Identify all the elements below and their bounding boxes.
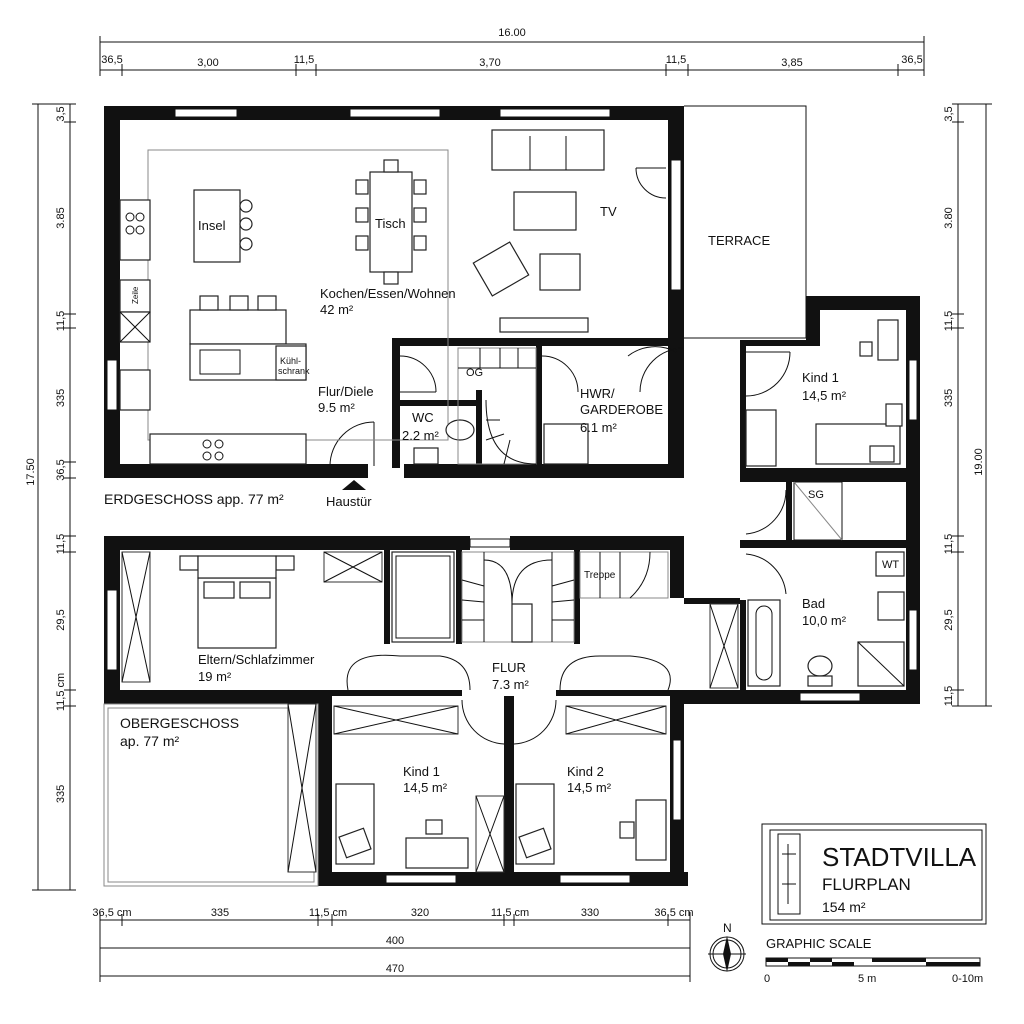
dim-top-total: 16.00 [498,27,526,39]
label-upper-kind1-name: Kind 1 [403,764,440,779]
label-kitchen-area: 42 m² [320,302,354,317]
label-wc-name: WC [412,410,434,425]
label-ground-floor: ERDGESCHOSS app. 77 m² [104,491,284,507]
label-eltern-area: 19 m² [198,669,232,684]
dim-bottom-2: 335 [211,907,229,919]
dim-right-7: 11,5 [943,686,955,707]
label-wc-area: 2.2 m² [402,428,440,443]
label-kitchen-name: Kochen/Essen/Wohnen [320,286,456,301]
title-block: STADTVILLA FLURPLAN 154 m² [761,823,987,925]
dim-bottom-7: 36,5 cm [654,907,693,919]
dim-left-1: 3,5 [55,106,67,121]
subtitle-text: FLURPLAN [822,875,911,894]
dimension-labels: 16.00 36,5 3,00 11,5 3,70 11,5 3,85 36,5… [25,27,985,975]
label-tisch: Tisch [375,216,406,231]
dim-left-total: 17.50 [25,458,37,486]
dim-right-5: 11,5 [943,534,955,555]
dim-bottom-6: 330 [581,907,599,919]
scale-tick-10: 0-10m [952,973,983,985]
dim-bottom-3: 11,5 cm [309,907,347,919]
label-kuehl-1: Kühl- [280,356,301,366]
label-upper-kind2-area: 14,5 m² [567,780,612,795]
dim-top-1: 36,5 [101,54,122,66]
dim-left-4: 335 [55,389,67,407]
dim-left-9: 335 [55,785,67,803]
north-arrow-icon: N [708,921,746,972]
scale-tick-0: 0 [764,973,770,985]
dim-bottom-4: 320 [411,907,429,919]
label-upper-flur-area: 7.3 m² [492,677,530,692]
label-og: OG [466,367,483,379]
dim-right-1: 3,5 [943,106,955,121]
label-wt: WT [882,559,899,571]
label-upper-kind1-area: 14,5 m² [403,780,448,795]
dim-top-3: 11,5 [294,54,315,66]
label-right-kind1-name: Kind 1 [802,370,839,385]
dim-left-7: 29,5 [55,609,67,630]
label-tv: TV [600,204,617,219]
dim-left-5: 36,5 [55,459,67,480]
label-zeile: Zeile [131,286,140,304]
dim-right-4: 335 [943,389,955,407]
upper-floor-walls [103,536,740,887]
terrace [684,105,807,339]
label-flur-area: 9.5 m² [318,400,356,415]
label-hwr-area: 6.1 m² [580,420,618,435]
label-right-kind1-area: 14,5 m² [802,388,847,403]
label-bad-area: 10,0 m² [802,613,847,628]
dimension-lines [32,36,992,982]
ground-stairs-wc [413,347,589,465]
title-text: STADTVILLA [822,842,977,872]
label-haustuer: Haustür [326,494,372,509]
label-eltern-name: Eltern/Schlafzimmer [198,652,315,667]
dim-left-8: 11,5 cm [55,673,67,711]
ground-floor-openings [329,167,667,467]
ground-floor-labels: Insel Tisch TV Kochen/Essen/Wohnen 42 m²… [104,204,770,509]
scale-tick-5: 5 m [858,973,876,985]
graphic-scale: GRAPHIC SCALE 0 5 m 0-10m [764,936,983,985]
label-hwr-1: HWR/ [580,386,615,401]
ground-floor-walls [104,106,684,478]
dim-left-2: 3.85 [55,207,67,228]
entrance-arrow-icon [342,480,366,490]
label-upper-floor-1: OBERGESCHOSS [120,715,239,731]
kitchen-furniture [119,129,605,465]
dim-bottom-total-2: 470 [386,963,404,975]
scale-label: GRAPHIC SCALE [766,936,872,951]
area-text: 154 m² [822,899,866,915]
dim-right-total: 19.00 [973,448,985,476]
right-wing-walls [627,296,920,704]
upper-floor-furniture [121,551,739,873]
dim-left-6: 11,5 [55,534,67,555]
dim-bottom-total-1: 400 [386,935,404,947]
right-wing-labels: Kind 1 14,5 m² SG WT Bad 10,0 m² [802,370,899,628]
label-upper-floor-2: ap. 77 m² [120,733,179,749]
dim-top-6: 3,85 [781,57,802,69]
label-bad-name: Bad [802,596,825,611]
label-terrace: TERRACE [708,233,770,248]
dim-top-4: 3,70 [479,57,500,69]
label-upper-kind2-name: Kind 2 [567,764,604,779]
label-treppe: Treppe [584,570,616,581]
dim-right-3: 11,5 [943,311,955,332]
dim-bottom-5: 11,5 cm [491,907,529,919]
label-insel: Insel [198,218,226,233]
dim-right-2: 3.80 [943,207,955,228]
dim-bottom-1: 36,5 cm [92,907,131,919]
dim-top-7: 36,5 [901,54,922,66]
north-label: N [723,921,732,935]
label-hwr-2: GARDEROBE [580,402,663,417]
dim-top-5: 11,5 [666,54,687,66]
label-sg: SG [808,489,824,501]
dim-left-3: 11,5 [55,311,67,332]
upper-floor-labels: Eltern/Schlafzimmer 19 m² FLUR 7.3 m² Tr… [120,570,616,795]
label-flur-name: Flur/Diele [318,384,374,399]
label-upper-flur-name: FLUR [492,660,526,675]
dim-right-6: 29,5 [943,609,955,630]
label-kuehl-2: schrank [278,366,310,376]
dim-top-2: 3,00 [197,57,218,69]
